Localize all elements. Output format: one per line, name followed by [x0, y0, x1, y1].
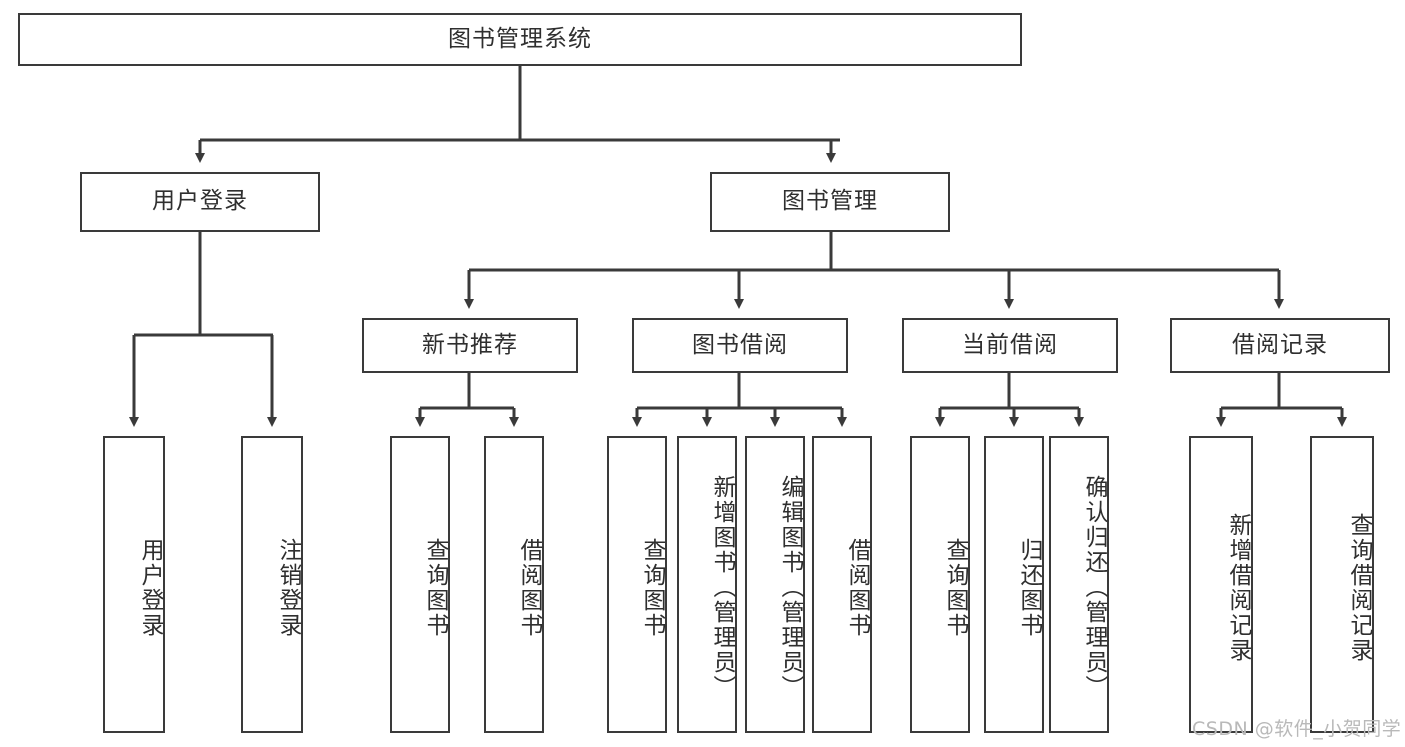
leaf-user-login[interactable]: 用户登录: [103, 436, 165, 733]
csdn-watermark: CSDN @软件_小贺同学: [1192, 718, 1402, 740]
leaf-label: 用户登录: [137, 537, 163, 638]
leaf-query-book-borrow[interactable]: 查询图书: [607, 436, 667, 733]
leaf-label: 查询图书: [942, 537, 968, 638]
node-new-book-recommend-label: 新书推荐: [422, 331, 518, 358]
node-book-borrow[interactable]: 图书借阅: [632, 318, 848, 373]
node-current-borrow-label: 当前借阅: [962, 331, 1058, 358]
leaf-add-borrow-record[interactable]: 新增借阅记录: [1189, 436, 1253, 733]
node-user-login-label: 用户登录: [152, 188, 248, 215]
leaf-query-borrow-record[interactable]: 查询借阅记录: [1310, 436, 1374, 733]
leaf-add-book-admin[interactable]: 新增图书（管理员）: [677, 436, 737, 733]
leaf-label: 查询借阅记录: [1346, 512, 1372, 663]
leaf-borrow-book[interactable]: 借阅图书: [812, 436, 872, 733]
node-root[interactable]: 图书管理系统: [18, 13, 1022, 66]
node-new-book-recommend[interactable]: 新书推荐: [362, 318, 578, 373]
leaf-label: 借阅图书: [516, 537, 542, 638]
node-current-borrow[interactable]: 当前借阅: [902, 318, 1118, 373]
leaf-return-book[interactable]: 归还图书: [984, 436, 1044, 733]
node-borrow-record[interactable]: 借阅记录: [1170, 318, 1390, 373]
leaf-label: 新增图书（管理员）: [709, 475, 735, 700]
node-book-management-label: 图书管理: [782, 188, 878, 215]
leaf-label: 注销登录: [275, 537, 301, 638]
leaf-query-book-newbook[interactable]: 查询图书: [390, 436, 450, 733]
node-user-login[interactable]: 用户登录: [80, 172, 320, 232]
leaf-confirm-return-admin[interactable]: 确认归还（管理员）: [1049, 436, 1109, 733]
leaf-label: 归还图书: [1016, 537, 1042, 638]
leaf-label: 查询图书: [639, 537, 665, 638]
node-borrow-record-label: 借阅记录: [1232, 331, 1328, 358]
leaf-label: 借阅图书: [844, 537, 870, 638]
leaf-label: 确认归还（管理员）: [1081, 475, 1107, 700]
leaf-logout[interactable]: 注销登录: [241, 436, 303, 733]
leaf-edit-book-admin[interactable]: 编辑图书（管理员）: [745, 436, 805, 733]
leaf-label: 编辑图书（管理员）: [777, 475, 803, 700]
leaf-borrow-book-newbook[interactable]: 借阅图书: [484, 436, 544, 733]
node-root-label: 图书管理系统: [448, 25, 592, 52]
node-book-borrow-label: 图书借阅: [692, 331, 788, 358]
leaf-query-book-current[interactable]: 查询图书: [910, 436, 970, 733]
node-book-management[interactable]: 图书管理: [710, 172, 950, 232]
leaf-label: 查询图书: [422, 537, 448, 638]
leaf-label: 新增借阅记录: [1225, 512, 1251, 663]
